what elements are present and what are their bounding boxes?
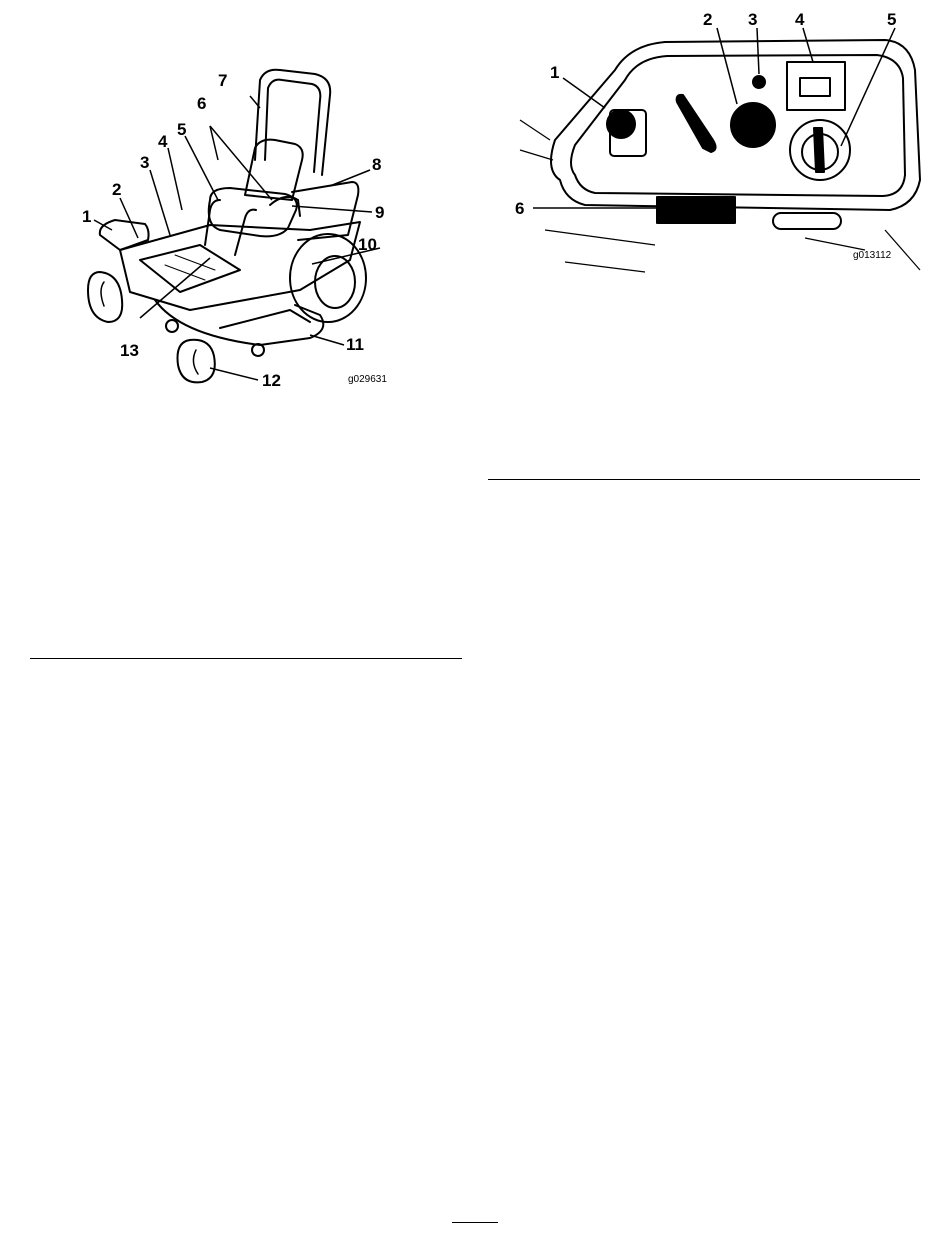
figure-code: g029631 <box>348 374 387 385</box>
callout-9: 9 <box>375 203 384 222</box>
callout-3: 3 <box>140 153 149 172</box>
panel-callout-4: 4 <box>795 10 805 29</box>
callout-6: 6 <box>197 94 206 113</box>
callout-1: 1 <box>82 207 91 226</box>
callout-10: 10 <box>358 235 377 254</box>
panel-callout-2: 2 <box>703 10 712 29</box>
panel-callout-3: 3 <box>748 10 757 29</box>
callout-7: 7 <box>218 71 227 90</box>
callout-2: 2 <box>112 180 121 199</box>
control-panel-figure: 1 2 3 4 5 6 g013112 <box>505 0 925 285</box>
section-divider-right <box>488 479 920 480</box>
callout-11: 11 <box>346 335 364 354</box>
mower-illustration: 1 2 3 4 5 6 7 8 9 10 11 12 13 g029631 <box>60 60 410 400</box>
section-divider-left <box>30 658 462 659</box>
footer-rule <box>452 1222 498 1223</box>
panel-callout-6: 6 <box>515 199 524 218</box>
callout-5: 5 <box>177 120 186 139</box>
callout-13: 13 <box>120 341 139 360</box>
panel-callout-5: 5 <box>887 10 896 29</box>
control-panel-illustration: 1 2 3 4 5 6 g013112 <box>505 0 925 285</box>
mower-overview-figure: 1 2 3 4 5 6 7 8 9 10 11 12 13 g029631 <box>60 60 410 400</box>
panel-figure-code: g013112 <box>853 250 892 261</box>
callout-4: 4 <box>158 132 168 151</box>
panel-callout-1: 1 <box>550 63 559 82</box>
callout-12: 12 <box>262 371 281 390</box>
callout-8: 8 <box>372 155 381 174</box>
